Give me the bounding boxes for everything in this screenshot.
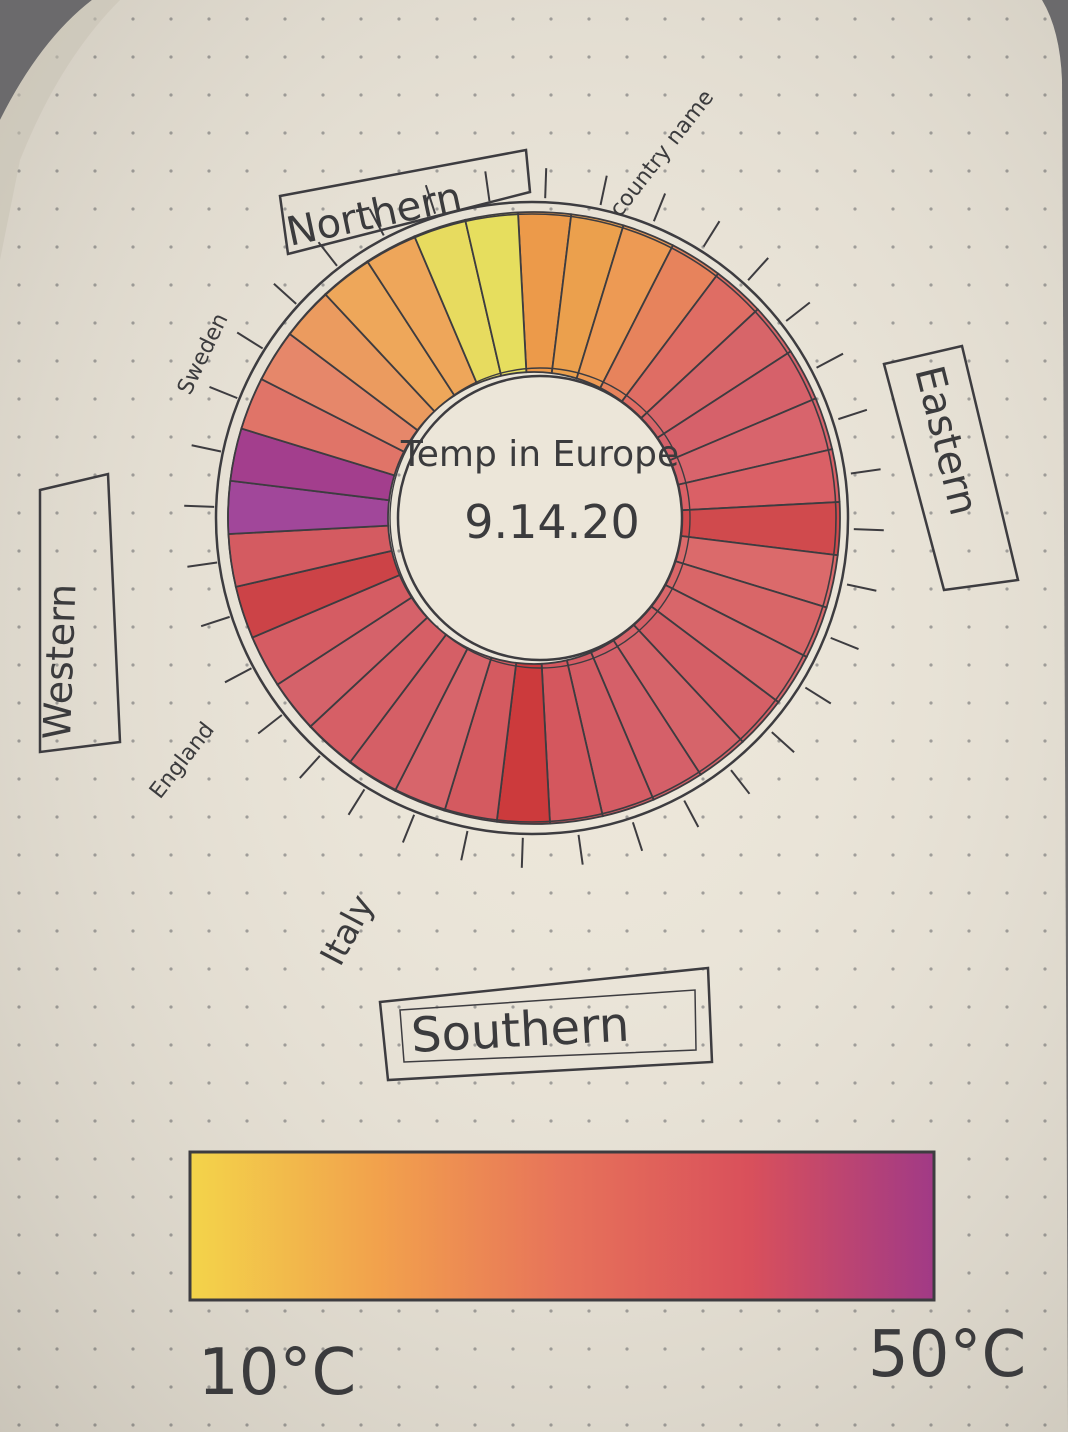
country-tick bbox=[702, 220, 721, 248]
country-tick bbox=[544, 168, 548, 199]
inner-ring-outline-2 bbox=[389, 367, 691, 669]
country-tick bbox=[771, 731, 795, 753]
country-tick bbox=[299, 755, 321, 779]
temperature-ring bbox=[227, 211, 841, 825]
country-tick bbox=[853, 528, 884, 532]
country-tick bbox=[577, 834, 584, 865]
country-tick bbox=[816, 352, 844, 369]
outer-ring-outline bbox=[214, 200, 850, 836]
country-tick bbox=[460, 830, 469, 861]
inner-ring-outline bbox=[396, 374, 684, 662]
country-tick bbox=[191, 444, 222, 453]
country-tick bbox=[730, 769, 751, 795]
western-label-box: Western bbox=[35, 472, 122, 754]
page-gutter-shadow bbox=[0, 0, 120, 260]
country-tick bbox=[520, 837, 524, 868]
country-tick bbox=[273, 283, 297, 305]
country-tick-marks bbox=[184, 168, 884, 868]
chart-title: Temp in Europe bbox=[400, 434, 679, 475]
country-tick bbox=[830, 636, 859, 651]
country-tick bbox=[631, 822, 644, 852]
country-tick bbox=[209, 385, 238, 400]
country-tick bbox=[804, 686, 832, 705]
country-tick bbox=[347, 788, 366, 816]
southern-label: Southern bbox=[410, 997, 631, 1064]
country-tick bbox=[424, 184, 437, 214]
country-tick bbox=[401, 814, 416, 843]
legend-min-label: 10°C bbox=[198, 1336, 356, 1410]
country-tick bbox=[846, 583, 877, 592]
country-tick bbox=[599, 175, 608, 206]
outer-ring-outline-inner bbox=[227, 213, 837, 823]
country-tick bbox=[257, 714, 283, 735]
country-tick bbox=[850, 468, 881, 475]
country-tick bbox=[785, 301, 811, 322]
country-tick bbox=[747, 257, 769, 281]
country-tick bbox=[838, 408, 868, 421]
country-tick bbox=[200, 615, 230, 628]
country-tick bbox=[184, 504, 215, 508]
ring-segment bbox=[464, 211, 528, 377]
country-tick bbox=[484, 171, 491, 202]
country-tick bbox=[236, 331, 264, 350]
southern-label-box: Southern bbox=[378, 966, 714, 1082]
chart-date: 9.14.20 bbox=[464, 495, 640, 549]
country-tick bbox=[187, 561, 218, 568]
country-tick bbox=[652, 193, 667, 222]
country-tick bbox=[224, 667, 252, 684]
legend-color-bar bbox=[188, 1150, 936, 1302]
legend-max-label: 50°C bbox=[868, 1318, 1026, 1392]
country-tick bbox=[683, 800, 700, 828]
western-label: Western bbox=[35, 583, 84, 740]
